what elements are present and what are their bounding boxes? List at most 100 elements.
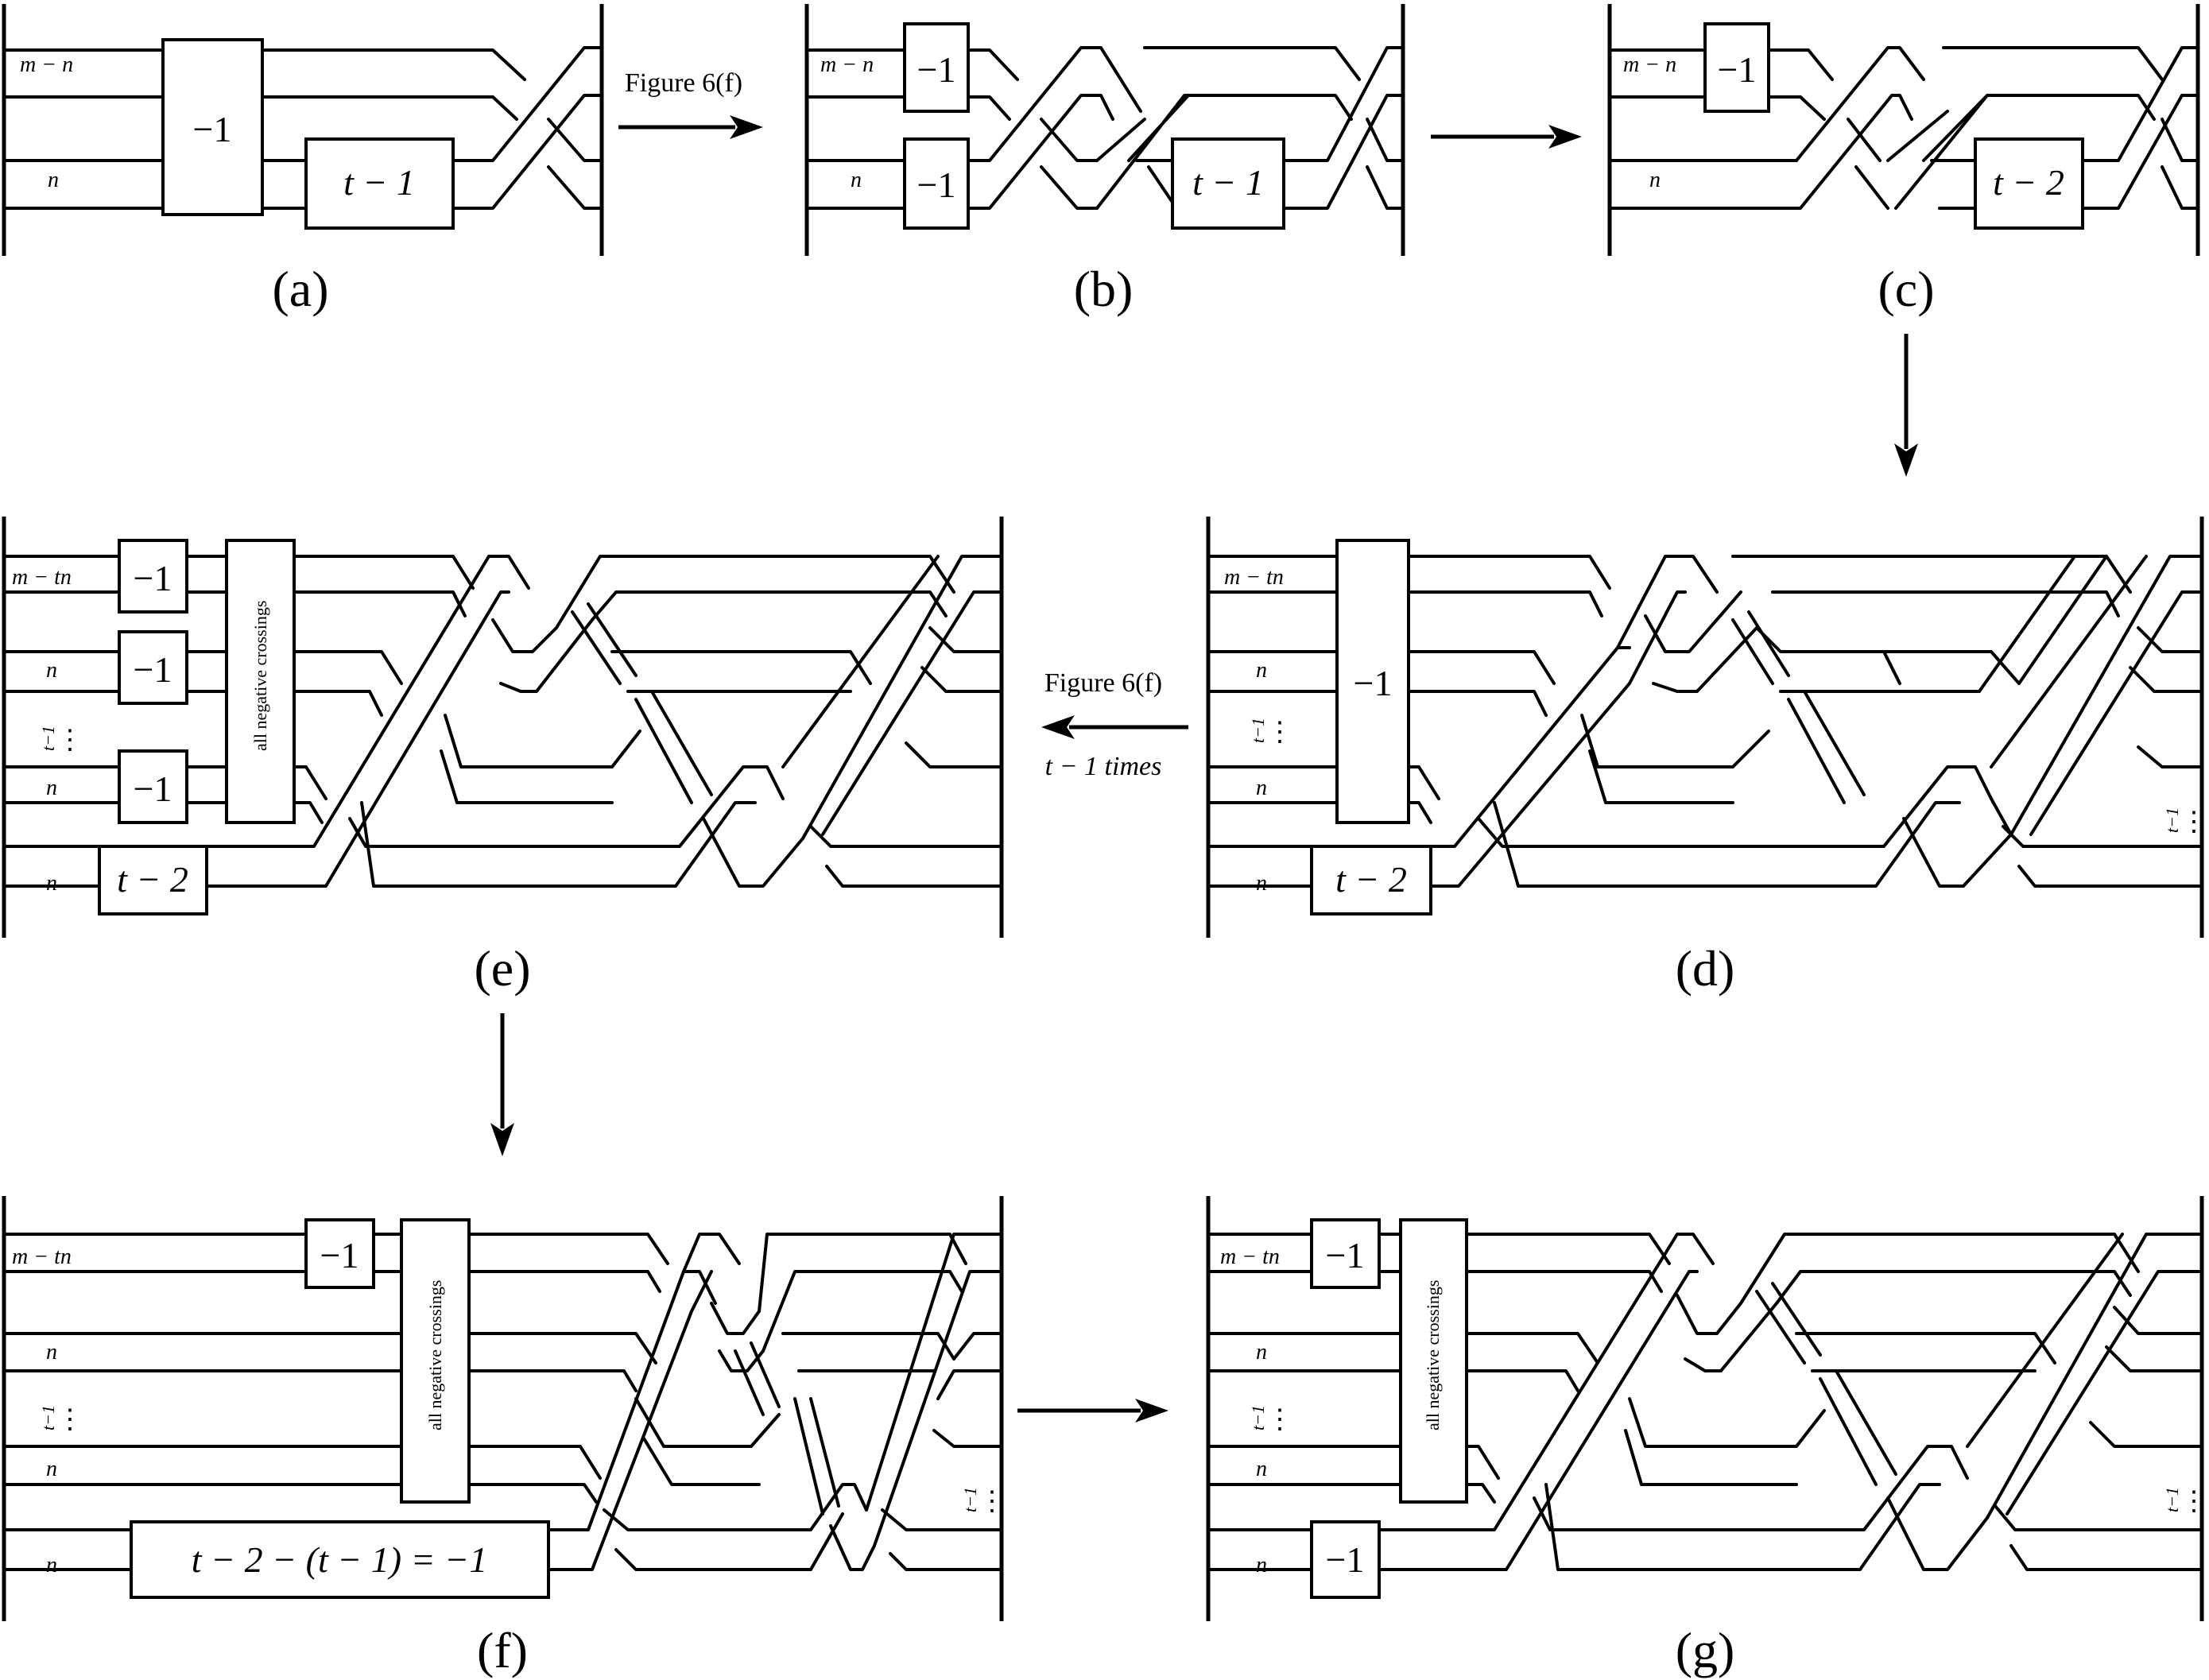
panel-b-label-n: n xyxy=(851,168,862,192)
panel-e-box-2 xyxy=(118,630,188,705)
panel-d-box-tall-label: −1 xyxy=(1354,663,1393,703)
panel-e-label-n1: n xyxy=(46,658,57,683)
panel-a-box-t-label: t − 1 xyxy=(343,162,415,203)
panel-g-box-1-label: −1 xyxy=(1326,1235,1365,1275)
panel-f-box-eq xyxy=(130,1520,550,1599)
panel-f-right-dots: ⋮ xyxy=(979,1487,1006,1516)
panel-e-label-dots: t−1 xyxy=(38,726,58,751)
panel-g-box-2 xyxy=(1310,1520,1381,1599)
panel-e-box-1-label: −1 xyxy=(134,558,172,598)
panel-g-label-n1: n xyxy=(1256,1340,1267,1365)
panel-f-label-n1: n xyxy=(46,1340,57,1365)
panel-f-right-dots-label: t−1 xyxy=(960,1487,980,1512)
panel-d-box-t xyxy=(1310,845,1432,915)
arrow-b-to-c xyxy=(1431,125,1582,149)
panel-a: −1 t − 1 m − n n (a) xyxy=(2,4,604,317)
arrow-e-to-f xyxy=(490,1013,514,1156)
panel-f-label-n3: n xyxy=(46,1553,57,1577)
panel-g-box-1 xyxy=(1310,1218,1381,1289)
panel-g-caption: (g) xyxy=(1676,1622,1735,1678)
panel-g-right-dots: ⋮ xyxy=(2180,1487,2207,1516)
panel-e-box-t xyxy=(98,845,208,915)
panel-a-box-large-label: −1 xyxy=(193,109,232,149)
panel-g-label-n2: n xyxy=(1256,1457,1267,1481)
panel-e-box-tall xyxy=(225,539,296,824)
panel-d-label-n2: n xyxy=(1256,776,1267,800)
panel-b-strands xyxy=(805,46,1405,210)
arrow-d-to-e-label-top: Figure 6(f) xyxy=(1044,668,1162,698)
panel-c-label-n: n xyxy=(1649,168,1661,192)
panel-c-box-1-label: −1 xyxy=(1718,49,1757,90)
panel-e-caption: (e) xyxy=(474,940,530,997)
panel-e-box-3 xyxy=(118,749,188,824)
panel-a-caption: (a) xyxy=(272,261,328,317)
panel-c-box-t xyxy=(1974,137,2084,230)
panel-c-strands xyxy=(1608,46,2199,210)
panel-a-label-n: n xyxy=(48,168,59,192)
panel-g-strands xyxy=(1207,1233,2203,1571)
panel-b-box-1-label: −1 xyxy=(917,49,956,90)
panel-b-box-1 xyxy=(903,22,970,113)
arrow-c-to-d xyxy=(1894,334,1918,477)
panel-f-box-eq-label: t − 2 − (t − 1) = −1 xyxy=(192,1539,487,1580)
panel-g-label-n3: n xyxy=(1256,1553,1267,1577)
panel-f-strands xyxy=(2,1233,1003,1571)
panel-a-strands xyxy=(2,46,603,210)
panel-b-box-t-label: t − 1 xyxy=(1192,162,1264,203)
panel-e-label-mtn: m − tn xyxy=(12,565,72,590)
panel-c-box-t-label: t − 2 xyxy=(1993,162,2064,203)
arrow-d-to-e: Figure 6(f) t − 1 times xyxy=(1041,668,1188,781)
panel-g-box-tall xyxy=(1399,1218,1468,1504)
arrow-a-to-b-label: Figure 6(f) xyxy=(625,68,742,98)
panel-f: −1 all negative crossings t − 2 − (t − 1… xyxy=(2,1196,1006,1678)
panel-a-box-t xyxy=(304,137,455,230)
panel-d-box-tall xyxy=(1335,539,1410,824)
panel-e-dots: ⋮ xyxy=(56,726,83,755)
panel-f-label-n2: n xyxy=(46,1457,57,1481)
arrow-d-to-e-label-bottom: t − 1 times xyxy=(1045,752,1162,781)
panel-d-caption: (d) xyxy=(1676,940,1735,997)
panel-e-label-n2: n xyxy=(46,776,57,800)
panel-f-label-dots: t−1 xyxy=(38,1405,58,1430)
panel-f-dots: ⋮ xyxy=(56,1405,83,1434)
panel-d-label-n3: n xyxy=(1256,871,1267,896)
panel-d-label-n1: n xyxy=(1256,658,1267,683)
panel-e: −1 −1 −1 all negative crossings t − 2 m … xyxy=(2,517,1004,997)
panel-e-box-2-label: −1 xyxy=(134,649,172,690)
panel-e-box-tall-label: all negative crossings xyxy=(250,601,270,751)
panel-a-label-mn: m − n xyxy=(20,52,73,77)
panel-g-right-dots-label: t−1 xyxy=(2162,1487,2182,1512)
panel-d-strands xyxy=(1207,555,2203,888)
panel-b: −1 −1 t − 1 m − n n (b) xyxy=(804,4,1405,317)
panel-f-box-tall xyxy=(400,1218,471,1504)
panel-e-box-1 xyxy=(118,539,188,614)
panel-g-box-2-label: −1 xyxy=(1326,1539,1365,1580)
panel-f-box-1-label: −1 xyxy=(320,1235,359,1275)
panel-d-label-mtn: m − tn xyxy=(1224,565,1284,590)
panel-b-caption: (b) xyxy=(1074,261,1134,317)
panel-b-box-t xyxy=(1171,137,1285,230)
panel-b-label-mn: m − n xyxy=(820,52,874,77)
panel-g-dots: ⋮ xyxy=(1266,1405,1293,1434)
panel-c-box-1 xyxy=(1703,22,1770,113)
panel-d-dots: ⋮ xyxy=(1266,718,1293,747)
panel-a-box-large xyxy=(161,38,264,216)
panel-d: −1 t − 2 m − tn n t−1 ⋮ n n t−1 ⋮ (d) xyxy=(1206,517,2207,997)
panel-e-box-t-label: t − 2 xyxy=(117,859,188,900)
panel-e-strands xyxy=(2,555,1003,888)
panel-d-label-dots: t−1 xyxy=(1248,718,1268,743)
panel-f-caption: (f) xyxy=(477,1622,528,1678)
panel-g-box-tall-label: all negative crossings xyxy=(1423,1280,1443,1430)
panel-f-box-1 xyxy=(304,1218,375,1289)
panel-c-label-mn: m − n xyxy=(1623,52,1676,77)
arrow-a-to-b: Figure 6(f) xyxy=(618,68,763,139)
panel-b-box-2 xyxy=(903,137,970,230)
panel-d-box-t-label: t − 2 xyxy=(1335,859,1407,900)
panel-d-right-dots-label: t−1 xyxy=(2162,807,2182,833)
panel-f-label-mtn: m − tn xyxy=(12,1245,72,1269)
panel-f-box-tall-label: all negative crossings xyxy=(425,1280,445,1430)
panel-c-caption: (c) xyxy=(1878,261,1934,317)
panel-d-right-dots: ⋮ xyxy=(2180,807,2207,837)
panel-b-box-2-label: −1 xyxy=(917,165,956,205)
